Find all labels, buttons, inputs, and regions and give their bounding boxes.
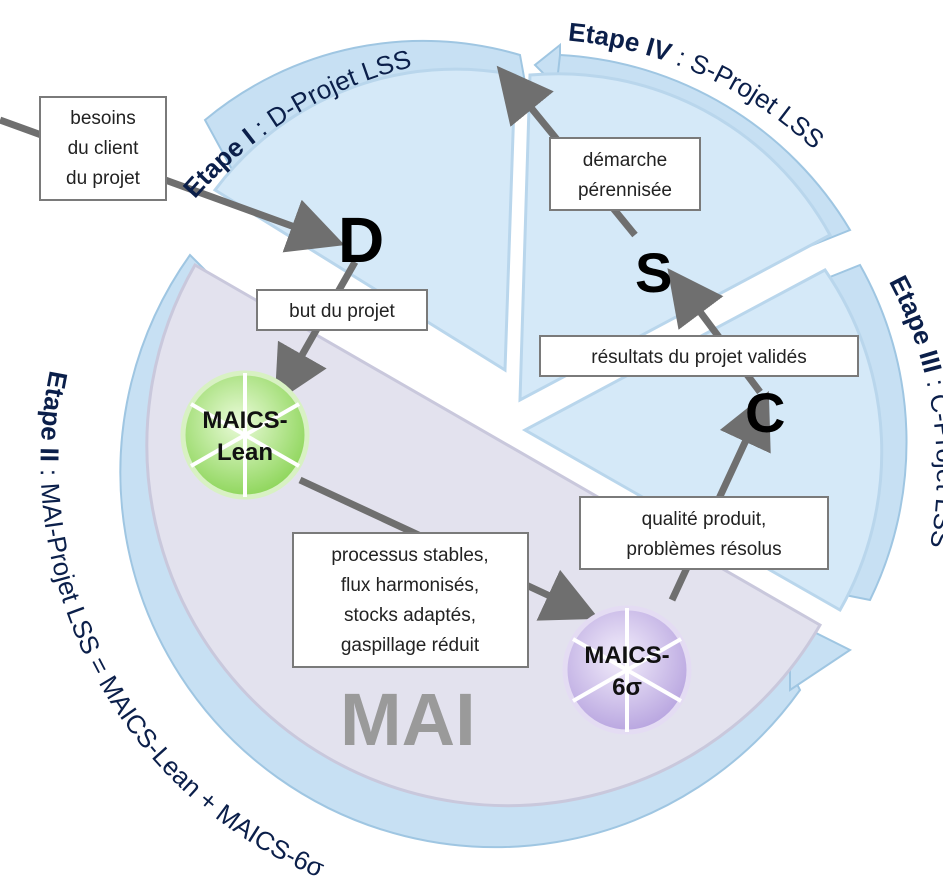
- qualite-line-2: problèmes résolus: [626, 539, 781, 560]
- mai-watermark: MAI: [340, 678, 476, 761]
- segment-d: [212, 67, 517, 373]
- box-but: but du projet: [256, 289, 428, 331]
- box-besoins: besoins du client du projet: [39, 96, 167, 201]
- besoins-line-1: besoins: [70, 108, 136, 129]
- besoins-line-3: du projet: [66, 168, 141, 189]
- besoins-line-2: du client: [68, 138, 139, 159]
- box-resultats: résultats du projet validés: [539, 335, 859, 377]
- letter-s: S: [635, 241, 672, 304]
- demarche-line-1: démarche: [583, 150, 668, 171]
- resultats-line-1: résultats du projet validés: [591, 347, 806, 368]
- lean-line2: Lean: [217, 439, 273, 466]
- qualite-line-1: qualité produit,: [642, 509, 767, 530]
- letter-c: C: [745, 381, 785, 444]
- demarche-line-2: pérennisée: [578, 180, 672, 201]
- processus-line-4: gaspillage réduit: [341, 635, 480, 656]
- maics-lean-circle: MAICS- Lean: [180, 370, 310, 500]
- box-demarche: démarche pérennisée: [549, 137, 701, 211]
- sigma-line1: MAICS-: [584, 642, 669, 669]
- sigma-line2: 6σ: [612, 674, 642, 701]
- box-processus: processus stables, flux harmonisés, stoc…: [292, 532, 529, 668]
- lean-line1: MAICS-: [202, 407, 287, 434]
- letter-d: D: [338, 204, 384, 276]
- processus-line-1: processus stables,: [331, 545, 488, 566]
- box-qualite: qualité produit, problèmes résolus: [579, 496, 829, 570]
- processus-line-2: flux harmonisés,: [341, 575, 479, 596]
- maics-6sigma-circle: MAICS- 6σ: [562, 605, 692, 735]
- but-line-1: but du projet: [289, 301, 395, 322]
- processus-line-3: stocks adaptés,: [344, 605, 476, 626]
